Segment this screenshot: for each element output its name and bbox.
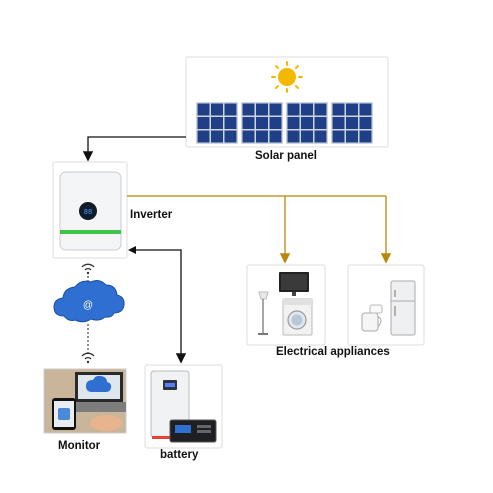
solar-panel-label: Solar panel [255,150,317,162]
cloud-icon: @ [53,280,125,323]
solar-cell [332,117,345,129]
monitor-label: Monitor [58,440,101,452]
solar-cell [269,117,282,129]
sun-icon [271,61,303,93]
electrical-appliances-label: Electrical appliances [276,346,390,358]
solar-cell [224,130,237,143]
solar-cell [224,117,237,129]
wifi-icon [81,352,95,364]
inverter-battery-line [130,249,187,364]
solar-cell [332,130,345,143]
solar-cell [242,103,255,116]
solar-cell [332,103,345,116]
inverter-to-appliances-lines [127,195,392,264]
solar-cell [359,103,372,116]
solar-cell [314,130,327,143]
solar-cell [314,103,327,116]
battery-box [144,364,223,449]
solar-cell [301,117,313,129]
inverter-box: 88 [52,161,128,259]
solar-cell [359,117,372,129]
solar-cell [314,117,327,129]
monitor-box [43,368,127,434]
solar-cell [287,103,300,116]
cloud-symbol: @ [83,300,93,311]
solar-cell [256,103,268,116]
svg-text:88: 88 [84,209,92,217]
appliance-box-2 [347,264,425,346]
solar-cell [269,103,282,116]
solar-cell [242,130,255,143]
appliance-box-1 [246,264,326,346]
solar-cell [242,117,255,129]
solar-cell [197,130,210,143]
solar-cell [287,130,300,143]
solar-cell [301,130,313,143]
solar-cell [256,130,268,143]
tv-icon [279,272,309,296]
solar-cell [197,117,210,129]
solar-cell [301,103,313,116]
solar-cell [346,130,358,143]
solar-cell [256,117,268,129]
fridge-icon [390,280,416,336]
washing-machine-icon [282,298,313,336]
battery-label: battery [160,449,199,461]
lamp-icon [258,291,269,335]
solar-panel-box [185,56,389,148]
inverter-label: Inverter [130,209,173,221]
solar-to-inverter-line [82,136,186,162]
solar-cell [211,130,223,143]
solar-cell [197,103,210,116]
solar-cell [287,117,300,129]
kettle-icon [361,304,383,332]
solar-cell [269,130,282,143]
solar-cell [211,103,223,116]
solar-cell [346,117,358,129]
wifi-icon [81,263,95,275]
solar-cell [346,103,358,116]
solar-panel-array [196,102,373,144]
solar-cell [211,117,223,129]
solar-cell [359,130,372,143]
solar-cell [224,103,237,116]
